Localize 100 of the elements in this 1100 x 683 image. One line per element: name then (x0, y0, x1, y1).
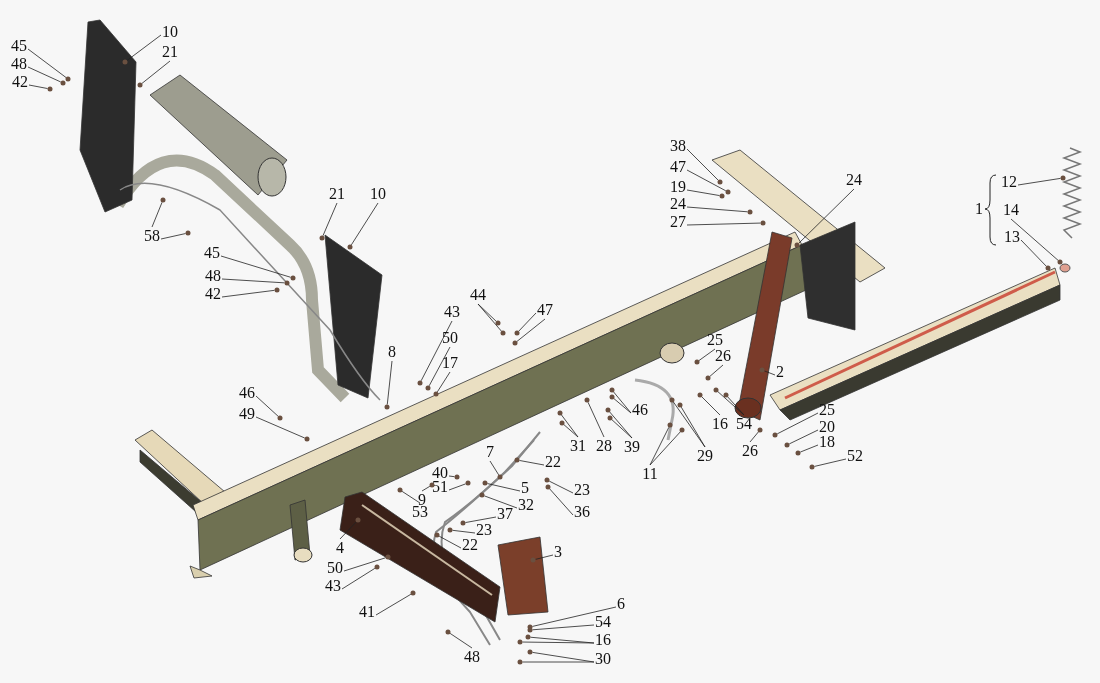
leader-line (126, 34, 162, 61)
leader-line (27, 48, 67, 78)
callout-number: 22 (462, 537, 478, 553)
fastener-dot (527, 649, 533, 655)
callout-number: 26 (742, 443, 758, 459)
fastener-dot (433, 391, 439, 397)
callout-number: 4 (336, 540, 344, 556)
callout-number: 28 (596, 438, 612, 454)
fastener-dot (584, 397, 590, 403)
leader-line (160, 233, 186, 240)
fastener-dot (384, 404, 390, 410)
leader-line (532, 606, 617, 627)
fastener-dot (1045, 265, 1051, 271)
callout-number: 2 (776, 364, 784, 380)
callout-number: 26 (715, 348, 731, 364)
callout-number: 3 (554, 544, 562, 560)
fastener-dot (479, 492, 485, 498)
callout-number: 48 (205, 268, 221, 284)
callout-number: 16 (712, 416, 728, 432)
fastener-dot (795, 450, 801, 456)
fastener-dot (277, 415, 283, 421)
callout-number: 22 (545, 454, 561, 470)
callout-number: 18 (819, 434, 835, 450)
fastener-dot (527, 624, 533, 630)
leader-line (717, 391, 745, 416)
fastener-dot (160, 197, 166, 203)
leader-line (221, 278, 285, 284)
leader-line (221, 289, 275, 298)
leader-line (522, 641, 595, 644)
fastener-dot (512, 340, 518, 346)
leader-line (798, 188, 855, 244)
callout-number: 47 (537, 302, 553, 318)
callout-number: 41 (359, 604, 375, 620)
callout-number: 43 (325, 578, 341, 594)
leader-line (341, 567, 376, 590)
fastener-dot (719, 193, 725, 199)
fastener-dot (759, 367, 765, 373)
fastener-dot (47, 86, 53, 92)
callout-number: 43 (444, 304, 460, 320)
leader-line (28, 84, 48, 89)
leader-line (686, 222, 761, 226)
callout-number: 42 (205, 286, 221, 302)
leader-line (255, 395, 279, 417)
leader-line (386, 360, 393, 405)
leader-line (27, 66, 62, 83)
fastener-dot (355, 517, 361, 523)
leader-line (563, 424, 579, 438)
fastener-dot (527, 627, 533, 633)
leader-line (549, 488, 574, 516)
fastener-dot (347, 244, 353, 250)
fastener-dot (694, 359, 700, 365)
callout-number: 13 (1004, 229, 1020, 245)
fastener-dot (274, 287, 280, 293)
callout-number: 58 (144, 228, 160, 244)
callout-number: 49 (239, 406, 255, 422)
callout-number: 8 (388, 344, 396, 360)
leader-line (518, 312, 537, 332)
fastener-dot (525, 634, 531, 640)
leader-line (613, 398, 632, 414)
callout-number: 47 (670, 159, 686, 175)
leader-line (141, 60, 171, 84)
leader-line (489, 460, 500, 476)
leader-line (516, 318, 546, 342)
leader-line (255, 416, 306, 439)
fastener-dot (679, 427, 685, 433)
fastener-dot (717, 179, 723, 185)
callout-number: 27 (670, 214, 686, 230)
leader-line (519, 460, 545, 466)
leader-line (649, 431, 681, 466)
callout-number: 6 (617, 596, 625, 612)
leader-line (535, 554, 554, 560)
fastener-dot (677, 402, 683, 408)
fastener-dot (784, 442, 790, 448)
callout-number: 23 (574, 482, 590, 498)
fastener-dot (417, 380, 423, 386)
leader-line (686, 206, 748, 213)
leader-line (673, 401, 706, 448)
callout-number: 5 (521, 480, 529, 496)
leader-line (701, 396, 721, 416)
fastener-dot (1060, 175, 1066, 181)
fastener-dot (465, 480, 471, 486)
fastener-dot (794, 242, 800, 248)
fastener-dot (605, 407, 611, 413)
callout-number: 54 (736, 416, 752, 432)
callout-number: 37 (497, 506, 513, 522)
fastener-dot (514, 330, 520, 336)
leader-line (487, 483, 521, 492)
fastener-dot (557, 410, 563, 416)
fastener-dot (1057, 259, 1063, 265)
callout-number: 45 (11, 38, 27, 54)
fastener-dot (697, 392, 703, 398)
leader-line (609, 411, 633, 439)
fastener-dot (482, 480, 488, 486)
fastener-dot (530, 557, 536, 563)
callout-number: 16 (595, 632, 611, 648)
fastener-dot (723, 392, 729, 398)
leader-line (220, 255, 291, 278)
callout-number: 38 (670, 138, 686, 154)
callout-number: 51 (432, 479, 448, 495)
leader-line (749, 431, 759, 443)
